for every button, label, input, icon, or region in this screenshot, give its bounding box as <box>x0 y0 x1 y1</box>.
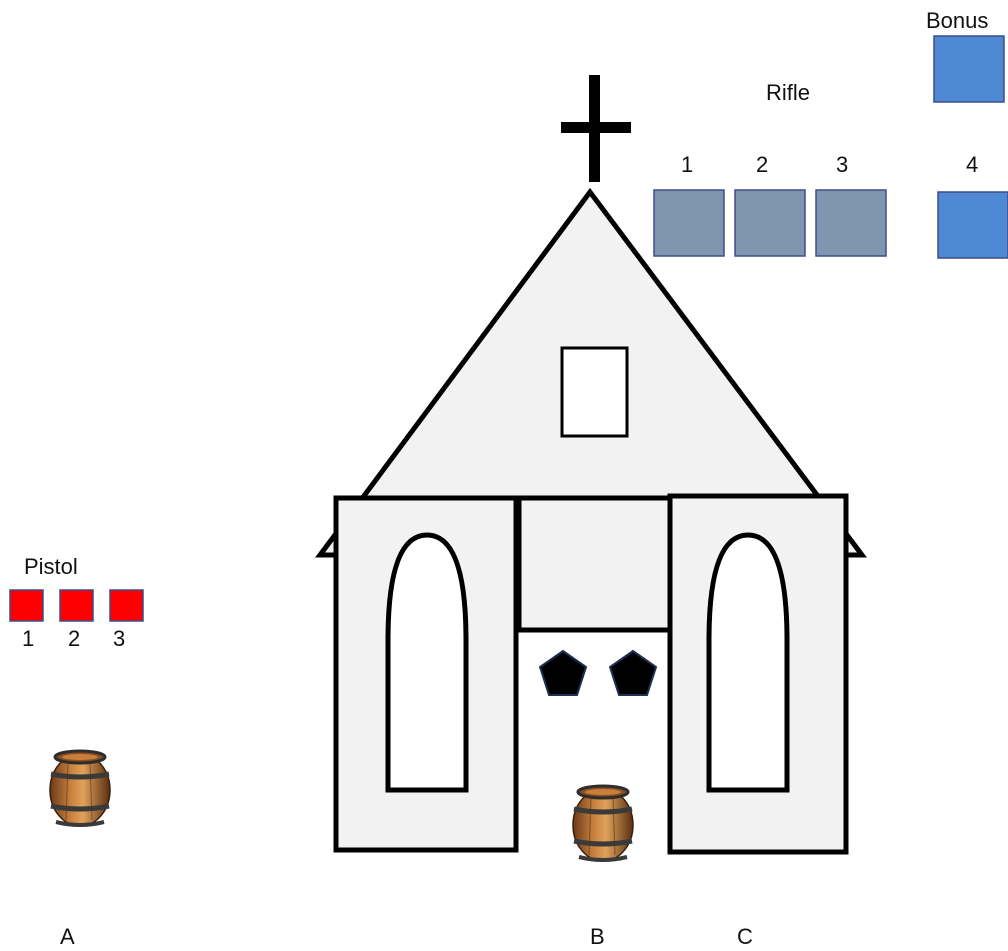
church-building <box>320 192 862 852</box>
pistol-slot-label-3: 3 <box>113 626 125 651</box>
rifle-slot-3[interactable] <box>816 190 886 256</box>
cross-icon <box>561 75 631 182</box>
rifle-slot-2[interactable] <box>735 190 805 256</box>
rifle-slot-label-4: 4 <box>966 152 978 177</box>
rifle-title: Rifle <box>766 80 810 105</box>
pistol-group: Pistol 1 2 3 <box>10 554 143 651</box>
rifle-slot-label-1: 1 <box>681 152 693 177</box>
right-arched-window <box>709 535 787 790</box>
bonus-title: Bonus <box>926 8 988 33</box>
barrel-icon-left[interactable] <box>50 751 110 826</box>
barrel-icon-center[interactable] <box>573 786 633 861</box>
left-arched-window <box>388 535 466 790</box>
rifle-slot-1[interactable] <box>654 190 724 256</box>
bonus-slot[interactable] <box>934 36 1004 102</box>
pistol-title: Pistol <box>24 554 78 579</box>
bonus-group: Bonus <box>926 8 1004 102</box>
rifle-group: Rifle 1 2 3 4 <box>654 80 1008 258</box>
position-label-a: A <box>60 924 75 949</box>
rifle-slot-label-2: 2 <box>756 152 768 177</box>
pistol-slot-2[interactable] <box>60 590 93 621</box>
pistol-slot-label-2: 2 <box>68 626 80 651</box>
attic-window <box>562 348 627 436</box>
position-label-b: B <box>590 924 605 949</box>
rifle-slot-label-3: 3 <box>836 152 848 177</box>
pistol-slot-label-1: 1 <box>22 626 34 651</box>
pistol-slot-1[interactable] <box>10 590 43 621</box>
pistol-slot-3[interactable] <box>110 590 143 621</box>
pentagon-marker-right[interactable] <box>610 651 656 695</box>
center-wall <box>519 498 671 630</box>
pentagon-marker-left[interactable] <box>540 651 586 695</box>
rifle-slot-4[interactable] <box>938 192 1008 258</box>
position-label-c: C <box>737 924 753 949</box>
